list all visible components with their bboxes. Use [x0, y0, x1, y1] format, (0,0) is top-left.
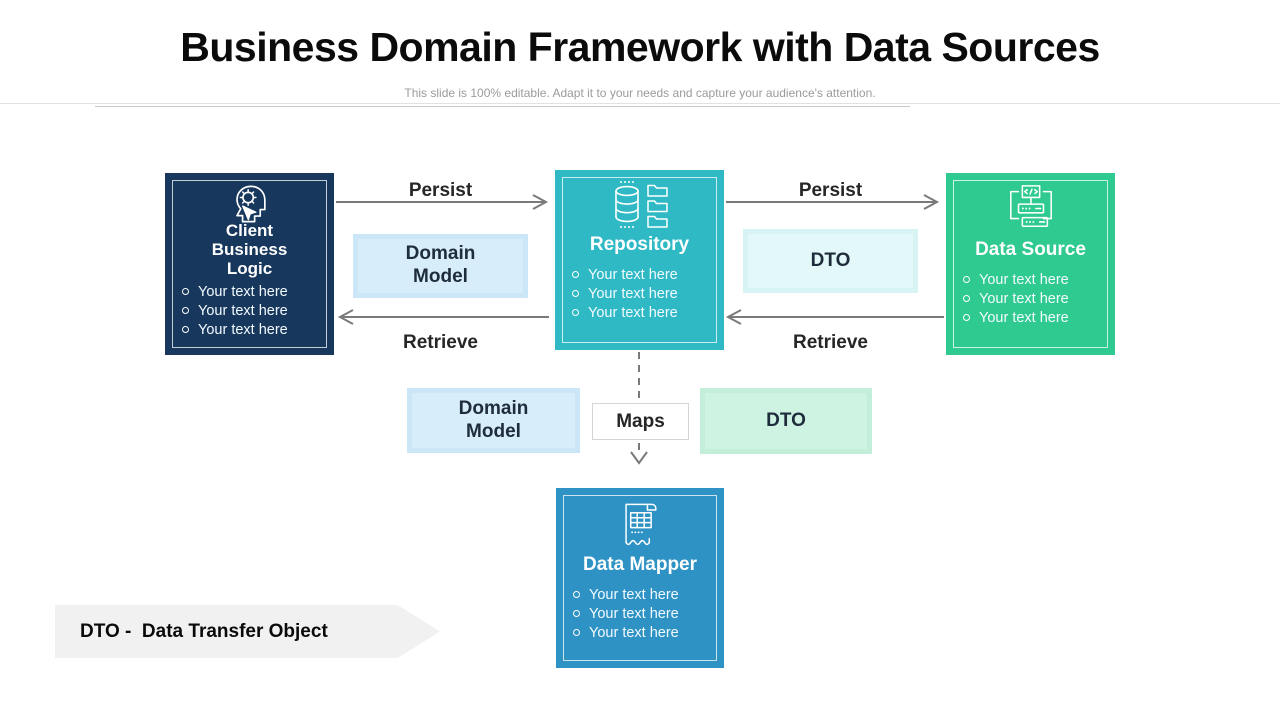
bullet-item: Your text here: [179, 320, 334, 339]
chip-label: Domain Model: [458, 397, 529, 442]
persist-right-label: Persist: [798, 180, 863, 201]
bullet-text: Your text here: [588, 266, 678, 283]
footnote-ribbon: DTO - Data Transfer Object: [55, 605, 440, 658]
bullet-item: Your text here: [179, 282, 334, 301]
bullet-text: Your text here: [979, 290, 1069, 307]
code-server-icon: [946, 183, 1115, 233]
bullet-marker: [573, 591, 580, 599]
bullet-list: Your text here Your text here Your text …: [165, 282, 334, 339]
bullet-marker: [963, 295, 970, 303]
bullet-item: Your text here: [570, 604, 724, 623]
bullet-item: Your text here: [570, 623, 724, 642]
bullet-text: Your text here: [198, 321, 288, 338]
bullet-item: Your text here: [569, 284, 724, 303]
bullet-list: Your text here Your text here Your text …: [556, 585, 724, 642]
retrieve-left-label: Retrieve: [403, 332, 478, 353]
bullet-marker: [572, 290, 579, 298]
chip-label: DTO: [766, 409, 806, 431]
node-title: Client Business Logic: [211, 221, 288, 279]
chip-label: Domain Model: [405, 243, 476, 287]
bullet-item: Your text here: [960, 270, 1115, 289]
data-source-box: Data Source Your text here Your text her…: [946, 173, 1115, 355]
node-title: Repository: [589, 234, 690, 255]
bullet-marker: [573, 610, 580, 618]
divider-line-dark: [95, 106, 910, 107]
domain-model-bottom-chip: Domain Model: [407, 388, 580, 453]
head-gear-cursor-icon: [165, 181, 334, 227]
node-title: Data Mapper: [582, 554, 698, 575]
dto-top-chip: DTO: [743, 229, 918, 293]
dto-bottom-chip: DTO: [700, 388, 872, 454]
bullet-text: Your text here: [198, 302, 288, 319]
bullet-item: Your text here: [569, 303, 724, 322]
divider-line-light: [0, 103, 1280, 104]
bullet-text: Your text here: [588, 285, 678, 302]
bullet-item: Your text here: [569, 265, 724, 284]
bullet-marker: [182, 326, 189, 334]
bullet-text: Your text here: [589, 605, 679, 622]
bullet-marker: [572, 271, 579, 279]
maps-label-box: Maps: [592, 403, 689, 440]
client-business-logic-box: Client Business Logic Your text here You…: [165, 173, 334, 355]
bullet-item: Your text here: [960, 289, 1115, 308]
bullet-marker: [963, 276, 970, 284]
bullet-item: Your text here: [179, 301, 334, 320]
bullet-text: Your text here: [979, 309, 1069, 326]
bullet-marker: [182, 307, 189, 315]
bullet-text: Your text here: [588, 304, 678, 321]
retrieve-left-arrow: [337, 309, 549, 325]
bullet-item: Your text here: [960, 308, 1115, 327]
bullet-marker: [963, 314, 970, 322]
data-mapper-box: Data Mapper Your text here Your text her…: [556, 488, 724, 668]
bullet-text: Your text here: [979, 271, 1069, 288]
database-folders-icon: [555, 180, 724, 230]
bullet-marker: [182, 288, 189, 296]
bullet-marker: [572, 309, 579, 317]
bullet-list: Your text here Your text here Your text …: [555, 265, 724, 322]
bullet-item: Your text here: [570, 585, 724, 604]
chip-label: DTO: [810, 249, 851, 271]
bullet-marker: [573, 629, 580, 637]
bullet-text: Your text here: [589, 586, 679, 603]
persist-left-label: Persist: [408, 180, 473, 201]
bullet-text: Your text here: [198, 283, 288, 300]
scroll-table-icon: [556, 498, 724, 548]
node-title: Data Source: [975, 239, 1086, 260]
domain-model-top-chip: Domain Model: [353, 234, 528, 298]
retrieve-right-arrow: [725, 309, 944, 325]
retrieve-right-label: Retrieve: [793, 332, 868, 353]
page-title: Business Domain Framework with Data Sour…: [180, 24, 1100, 70]
repository-box: Repository Your text here Your text here…: [555, 170, 724, 350]
page-subtitle: This slide is 100% editable. Adapt it to…: [404, 86, 876, 100]
bullet-text: Your text here: [589, 624, 679, 641]
bullet-list: Your text here Your text here Your text …: [946, 270, 1115, 327]
footnote-text: DTO - Data Transfer Object: [80, 620, 328, 642]
